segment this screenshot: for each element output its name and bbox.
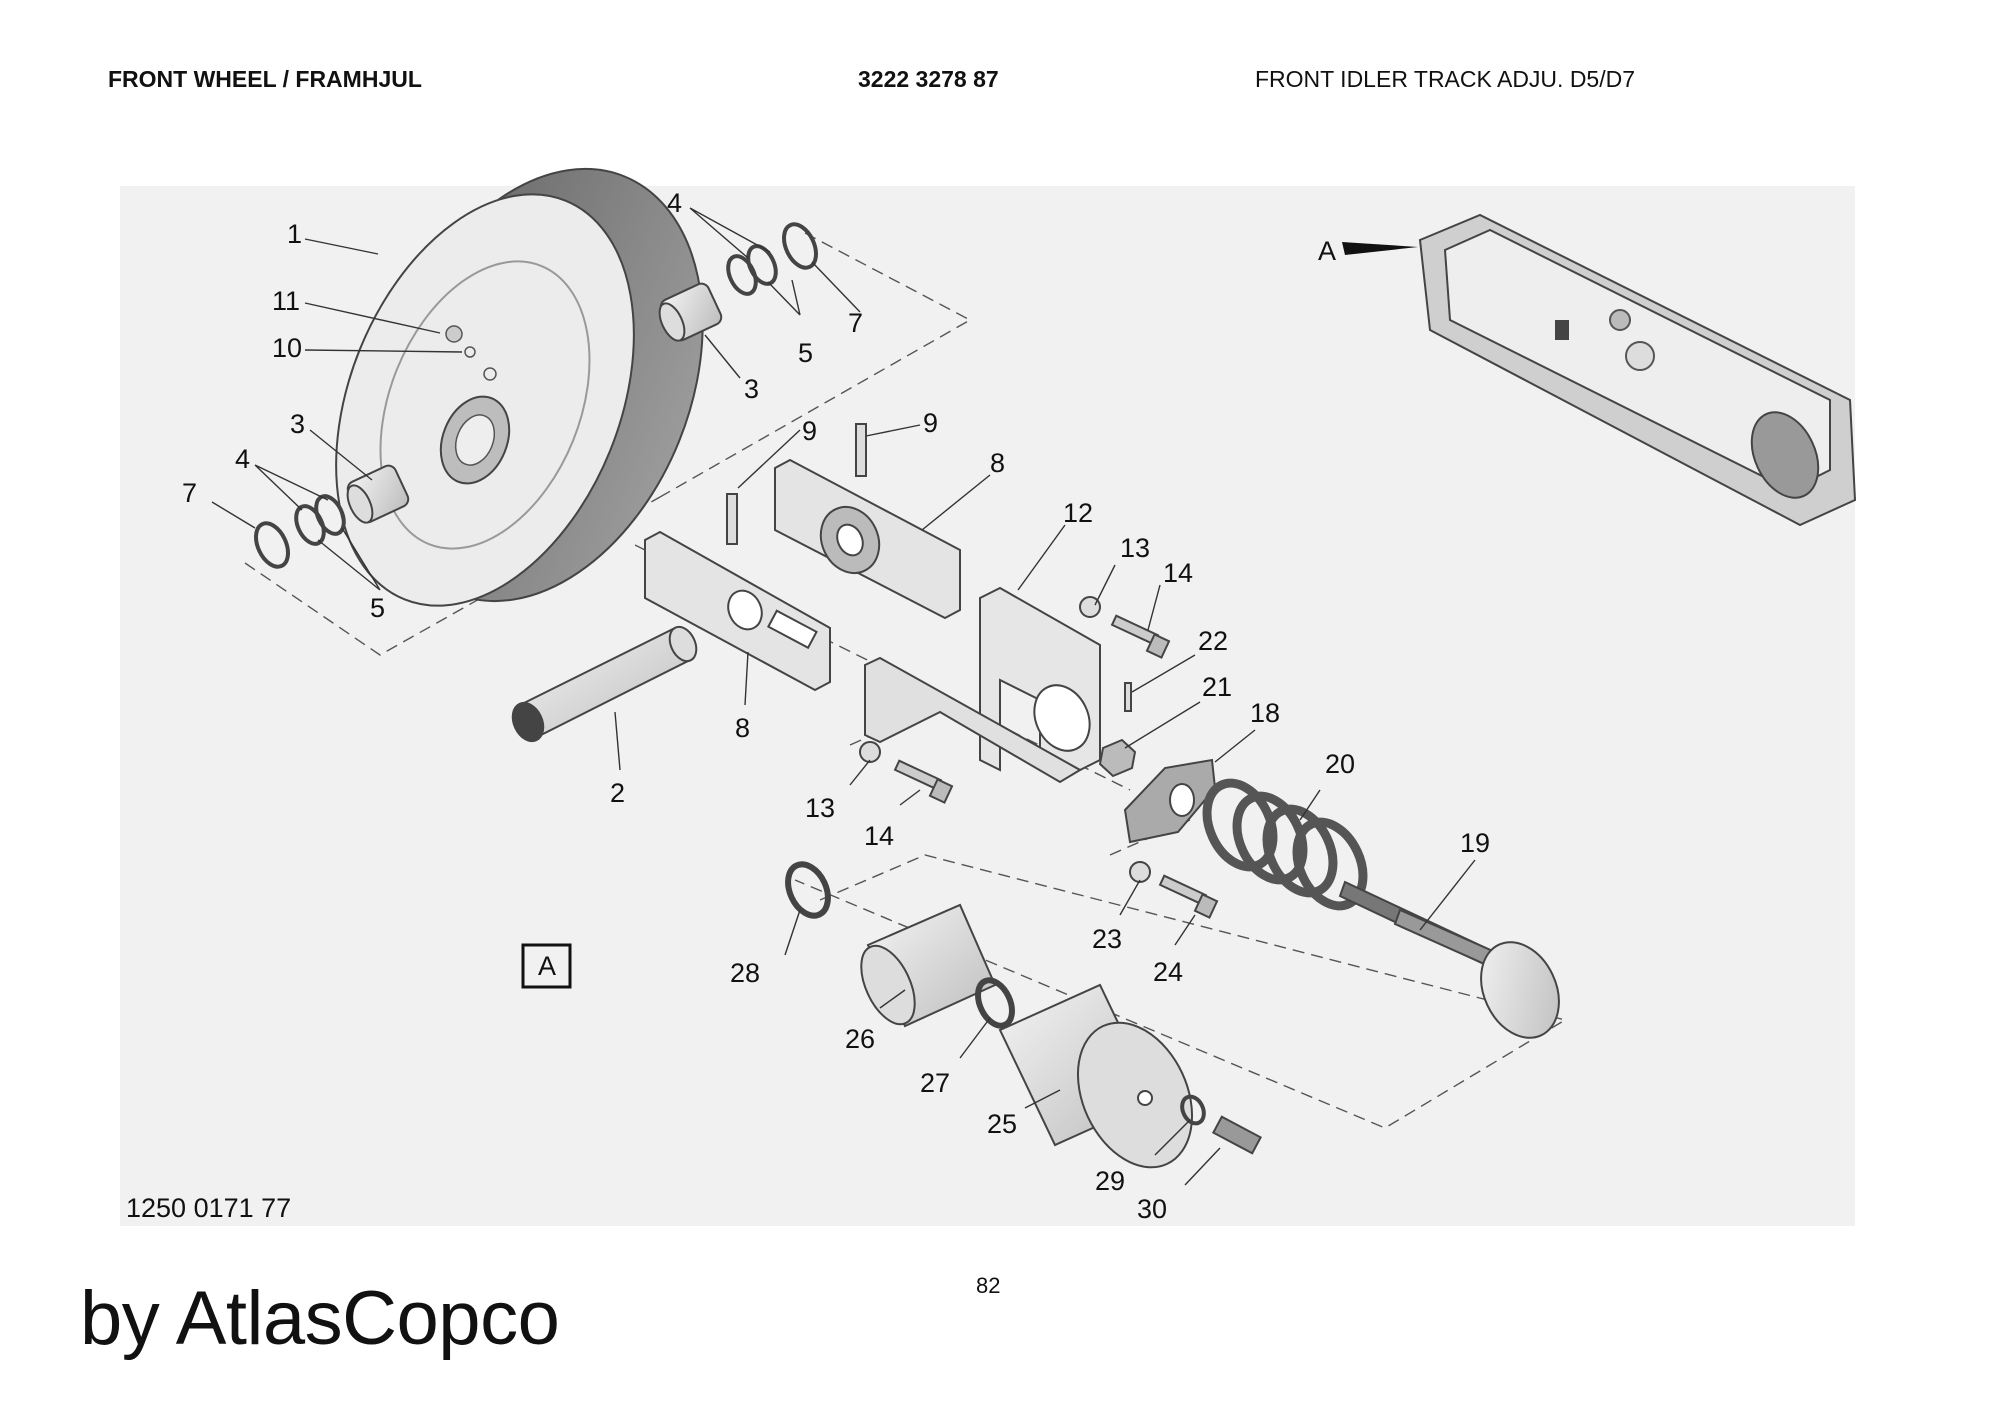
grease-nipple [1211,1115,1263,1155]
callout-label: 8 [735,713,750,743]
assembly-line-lower [794,854,1567,1129]
callout-label: 14 [864,821,894,851]
pin-left [726,493,738,545]
brand-watermark: by AtlasCopco [80,1276,560,1361]
callout-label: 7 [848,308,863,338]
seal-ring-29 [1180,1094,1206,1126]
callout-label: 5 [370,593,385,623]
cotter-pin [1124,682,1132,712]
seal-rings-lower [254,494,346,569]
callout-label: 18 [1250,698,1280,728]
callout-label: 7 [182,478,197,508]
callout-label: 23 [1092,924,1122,954]
seal-ring-28 [785,861,831,919]
spring [1202,778,1368,911]
callout-label: 12 [1063,498,1093,528]
callout-label: 26 [845,1024,875,1054]
callout-label: 28 [730,958,760,988]
callout-label: 25 [987,1109,1017,1139]
callout-label: 5 [798,338,813,368]
bolt-flange [1129,861,1219,919]
leader-lines [211,207,1476,1186]
pin-right [855,423,867,477]
callout-label: 13 [805,793,835,823]
callout-label: 11 [272,286,300,316]
track-inset [1342,213,1857,527]
seal-ring-27 [975,977,1015,1029]
part-number: 3222 3278 87 [858,66,999,92]
callout-label: 24 [1153,957,1183,987]
view-marker: A [1318,236,1336,266]
callout-labels: 1 11 10 3 4 7 5 4 7 3 5 9 9 8 8 2 12 13 … [182,188,1490,1224]
callout-label: 4 [235,444,250,474]
bushing-lower [346,464,410,524]
flange [1123,758,1217,844]
bracket-lower [644,530,831,692]
cylinder [998,983,1194,1169]
callout-label: 27 [920,1068,950,1098]
callout-label: 30 [1137,1194,1167,1224]
callout-label: 1 [287,219,302,249]
callout-label: 3 [744,374,759,404]
callout-label: 20 [1325,749,1355,779]
callout-label: 22 [1198,626,1228,656]
spring-rod [1338,880,1560,1039]
callout-label: 9 [923,408,938,438]
callout-label: 19 [1460,828,1490,858]
bolt-lower [859,741,954,804]
callout-label: 10 [272,333,302,363]
callout-label: 14 [1163,558,1193,588]
detail-box-label: A [538,951,556,981]
page-title: FRONT WHEEL / FRAMHJUL [108,66,422,92]
assembly-line-left [244,496,661,656]
bolt-upper [1079,596,1171,659]
callout-label: 3 [290,409,305,439]
drawing-number: 1250 0171 77 [126,1193,292,1223]
yoke [864,586,1101,784]
callout-label: 2 [610,778,625,808]
callout-label: 13 [1120,533,1150,563]
detail-box [521,943,572,989]
bracket-upper [774,458,961,620]
idler-wheel [335,167,704,607]
callout-label: 21 [1202,672,1232,702]
assembly-description: FRONT IDLER TRACK ADJU. D5/D7 [1255,66,1636,92]
shaft [511,625,698,743]
callout-label: 9 [802,416,817,446]
seal-rings-upper [726,222,818,296]
assembly-line-top [659,232,972,498]
piston [860,903,997,1028]
bushing-upper [658,282,723,342]
callout-label: 8 [990,448,1005,478]
page-number: 82 [976,1273,1001,1298]
callout-label: 29 [1095,1166,1125,1196]
nut [1098,738,1137,778]
callout-label: 4 [667,188,682,218]
